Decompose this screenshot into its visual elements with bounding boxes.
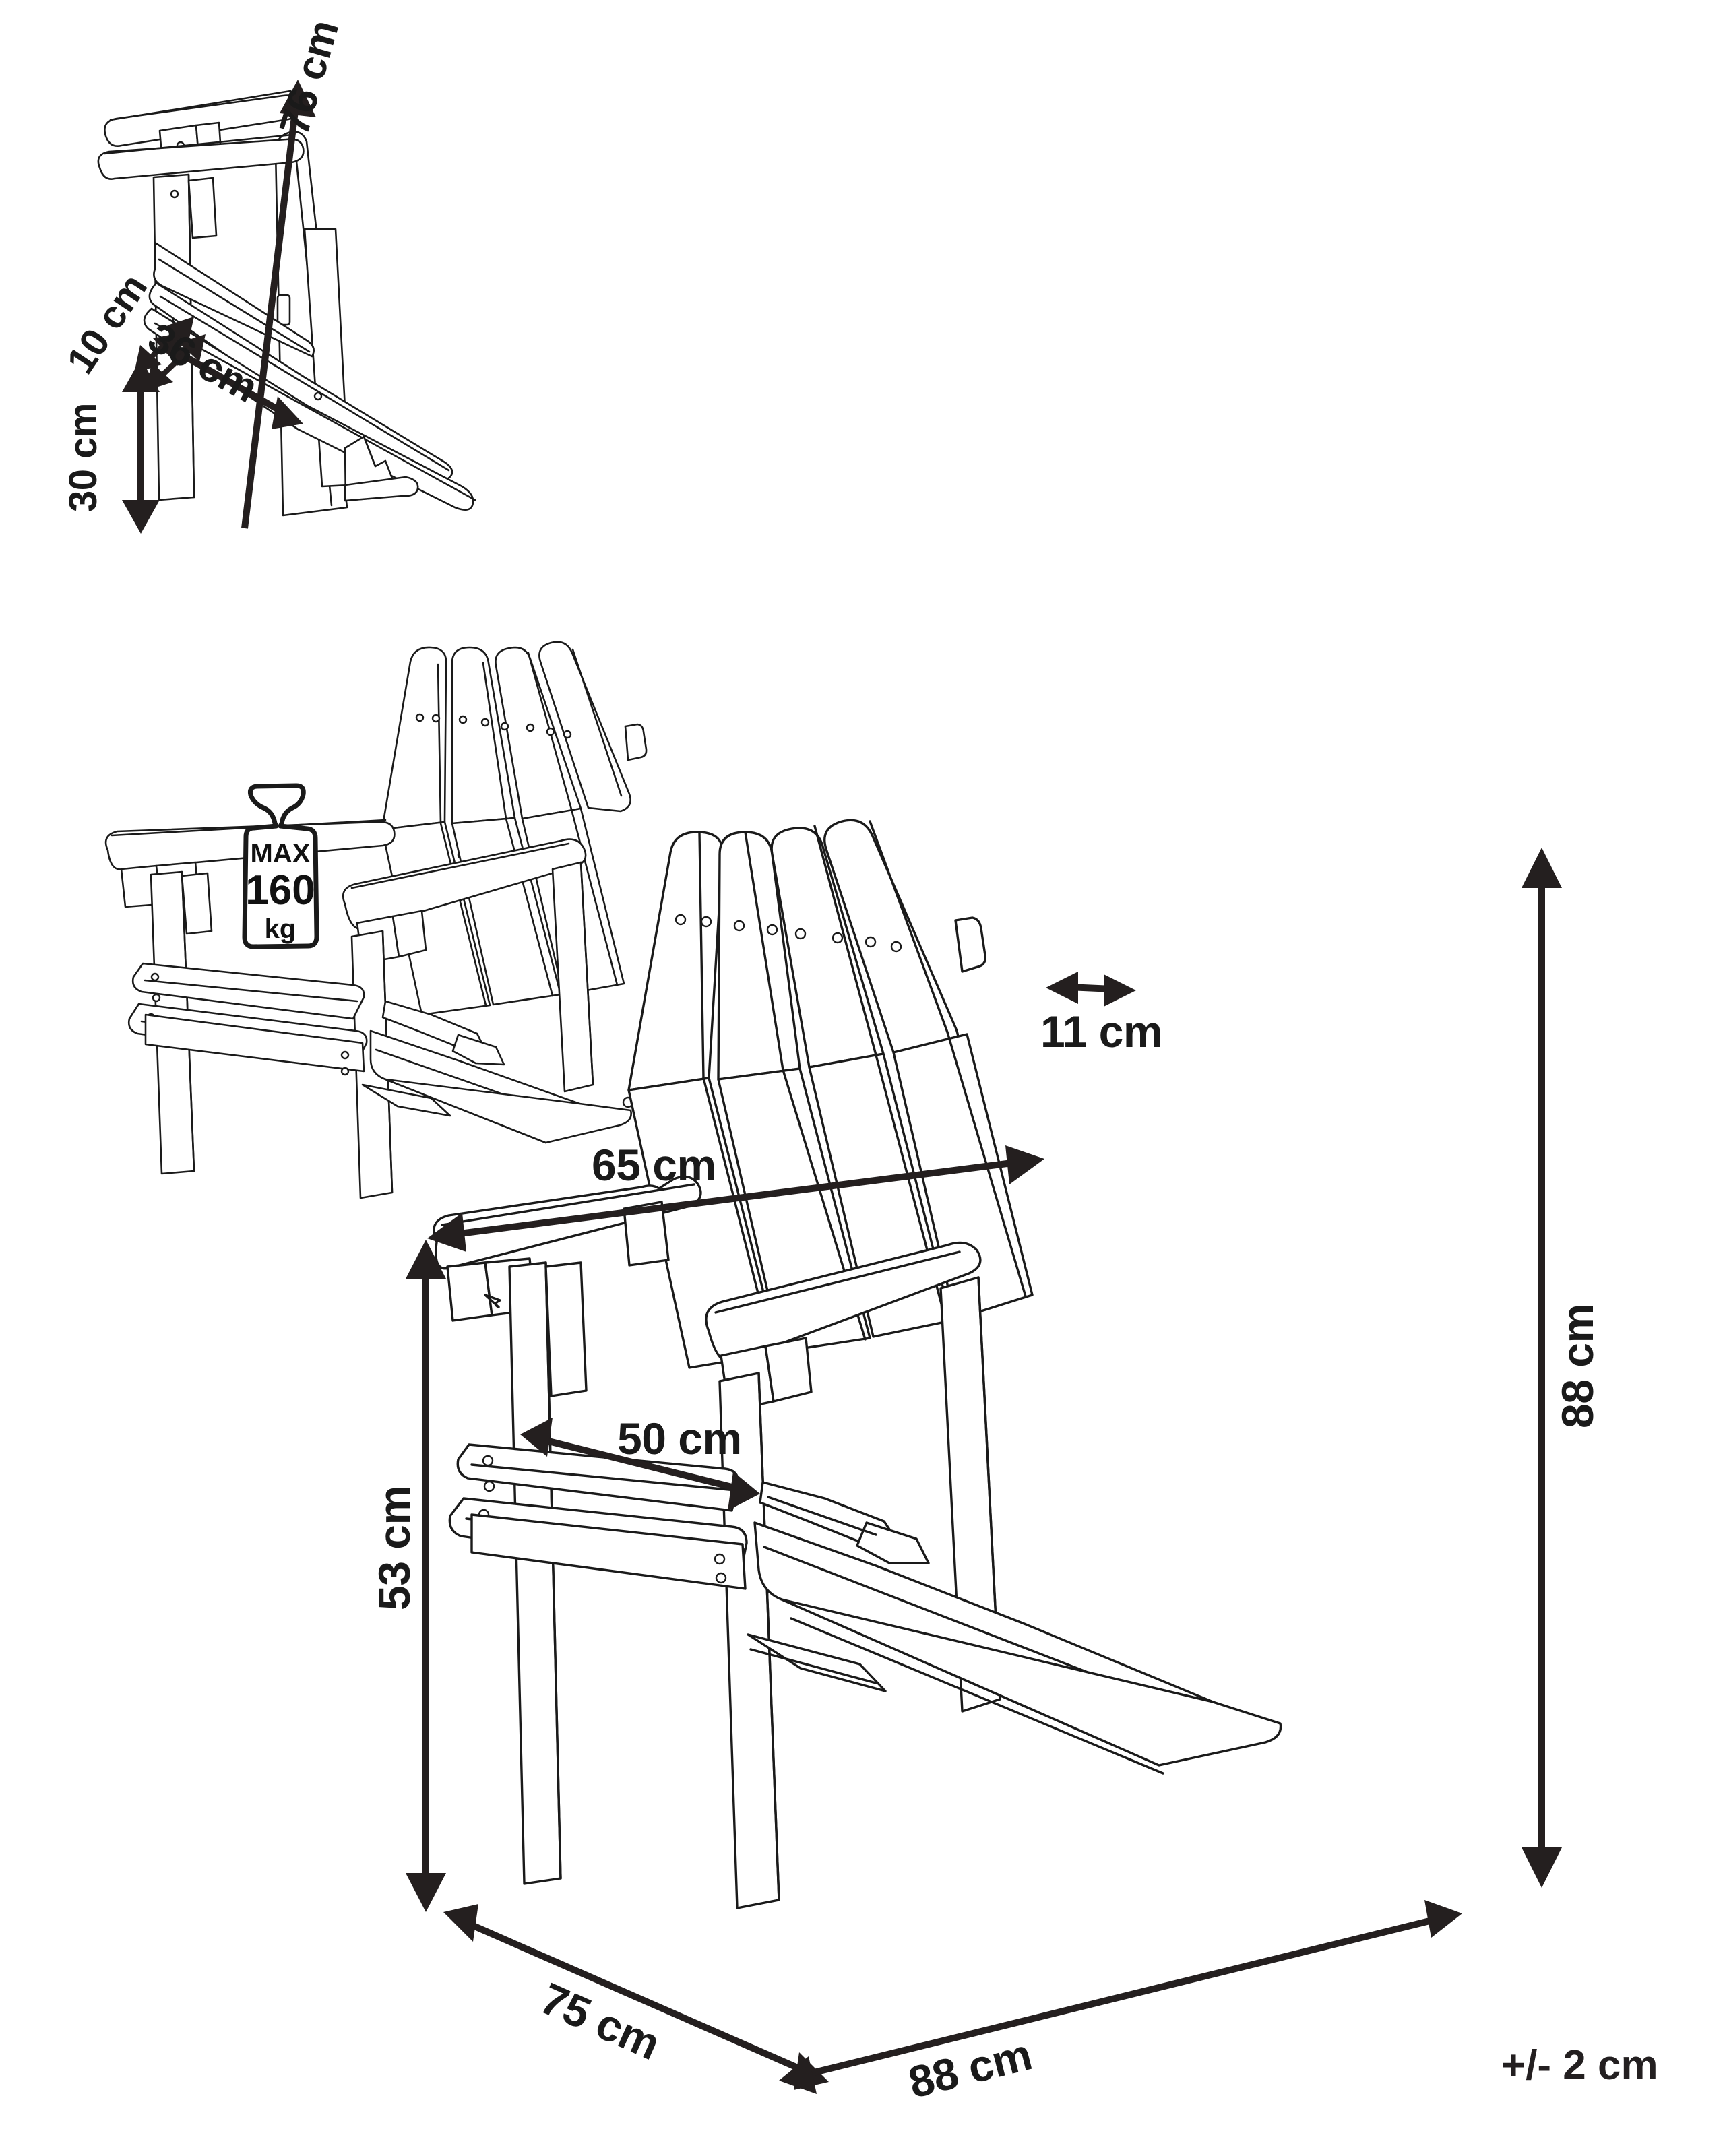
main-view-svg (406, 819, 1562, 2094)
dim-76cm-arrow (241, 80, 316, 529)
dim-50cm-arrow (520, 1418, 760, 1511)
dim-53cm-arrow (406, 1240, 446, 1912)
perspective-view-illustration: MAX 160 kg (81, 600, 687, 1206)
weight-icon: MAX 160 kg (242, 783, 319, 949)
dim-88cm-vertical-arrow (1522, 848, 1562, 1888)
tolerance-note: +/- 2 cm (1501, 2042, 1658, 2089)
dim-label-53cm: 53 cm (369, 1486, 419, 1610)
dim-30cm-arrow (122, 358, 160, 534)
side-view-svg (97, 80, 476, 534)
perspective-view-svg: MAX 160 kg (104, 641, 648, 1199)
side-view-illustration: 76 cm 36 cm 10 cm 30 cm (59, 13, 687, 573)
badge-max-text: MAX (251, 839, 311, 868)
dim-88cm-diagonal-arrow (779, 1900, 1462, 2094)
main-view-illustration: 11 cm 65 cm 50 cm 53 cm 88 cm 75 cm 88 c… (369, 795, 1725, 2156)
dim-36cm-arrow (153, 332, 303, 429)
dim-label-88cm-height: 88 cm (1552, 1304, 1602, 1428)
dim-65cm-arrow (427, 1145, 1044, 1252)
dim-label-11cm: 11 cm (1040, 1007, 1163, 1056)
dim-label-30cm: 30 cm (61, 403, 105, 512)
dim-label-65cm: 65 cm (592, 1140, 716, 1190)
badge-value-text: 160 (245, 867, 315, 914)
dim-label-50cm: 50 cm (617, 1414, 742, 1463)
dim-11cm-arrow (1046, 972, 1136, 1007)
badge-unit-text: kg (265, 914, 296, 944)
